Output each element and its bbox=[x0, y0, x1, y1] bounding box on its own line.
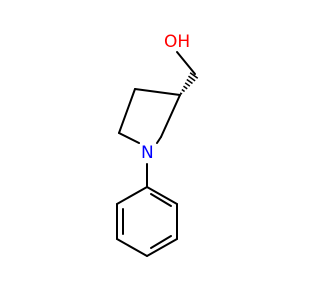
hash-line bbox=[183, 85, 188, 90]
nitrogen-label: N bbox=[141, 143, 154, 163]
bond-c4-c5 bbox=[118, 88, 136, 134]
phenyl-bond-6 bbox=[116, 186, 148, 205]
oxygen-label: OH bbox=[164, 32, 190, 52]
hydroxyl-group: OH bbox=[164, 32, 196, 75]
hash-line bbox=[189, 72, 199, 79]
bond-c3-c2 bbox=[160, 94, 181, 138]
phenyl-bond-4 bbox=[116, 238, 148, 257]
stereo-hashed-wedge bbox=[179, 72, 199, 95]
phenyl-bond-3 bbox=[146, 238, 178, 257]
bond-o-ch2 bbox=[176, 51, 196, 75]
pyrrolidine-ring: N bbox=[118, 88, 181, 163]
structure-canvas: OH N bbox=[116, 32, 199, 257]
hash-line bbox=[179, 92, 183, 95]
hash-line bbox=[186, 78, 193, 85]
phenyl-double-bond-2 bbox=[150, 235, 172, 249]
hash-line bbox=[188, 75, 196, 82]
phenyl-double-bond-1 bbox=[150, 193, 172, 207]
phenyl-bond-1 bbox=[146, 186, 178, 205]
bond-c3-c4 bbox=[134, 88, 181, 96]
hash-line bbox=[181, 88, 186, 93]
phenyl-ring bbox=[116, 186, 178, 257]
bond-c2-n bbox=[156, 136, 162, 144]
bond-c5-n bbox=[118, 132, 140, 144]
hash-line bbox=[184, 82, 191, 87]
